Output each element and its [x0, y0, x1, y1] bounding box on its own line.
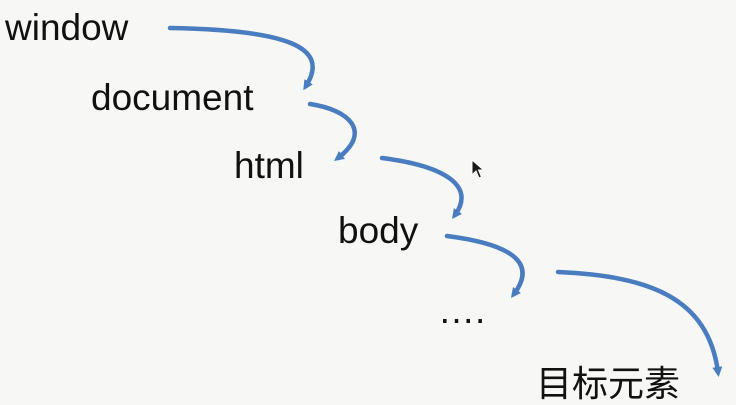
node-target-element: 目标元素	[536, 364, 680, 405]
arrow-body-to-ellipsis	[444, 233, 525, 299]
node-document: document	[91, 77, 254, 118]
node-html: html	[234, 145, 304, 186]
node-ellipsis: ….	[438, 290, 485, 331]
arrow-window-to-document	[167, 25, 315, 91]
mouse-pointer-icon	[471, 158, 485, 179]
node-window: window	[4, 7, 129, 48]
node-body: body	[338, 210, 419, 251]
arrow-ellipsis-to-target	[555, 269, 723, 377]
arrow-document-to-html	[307, 101, 357, 162]
arrow-html-to-body	[379, 155, 464, 220]
